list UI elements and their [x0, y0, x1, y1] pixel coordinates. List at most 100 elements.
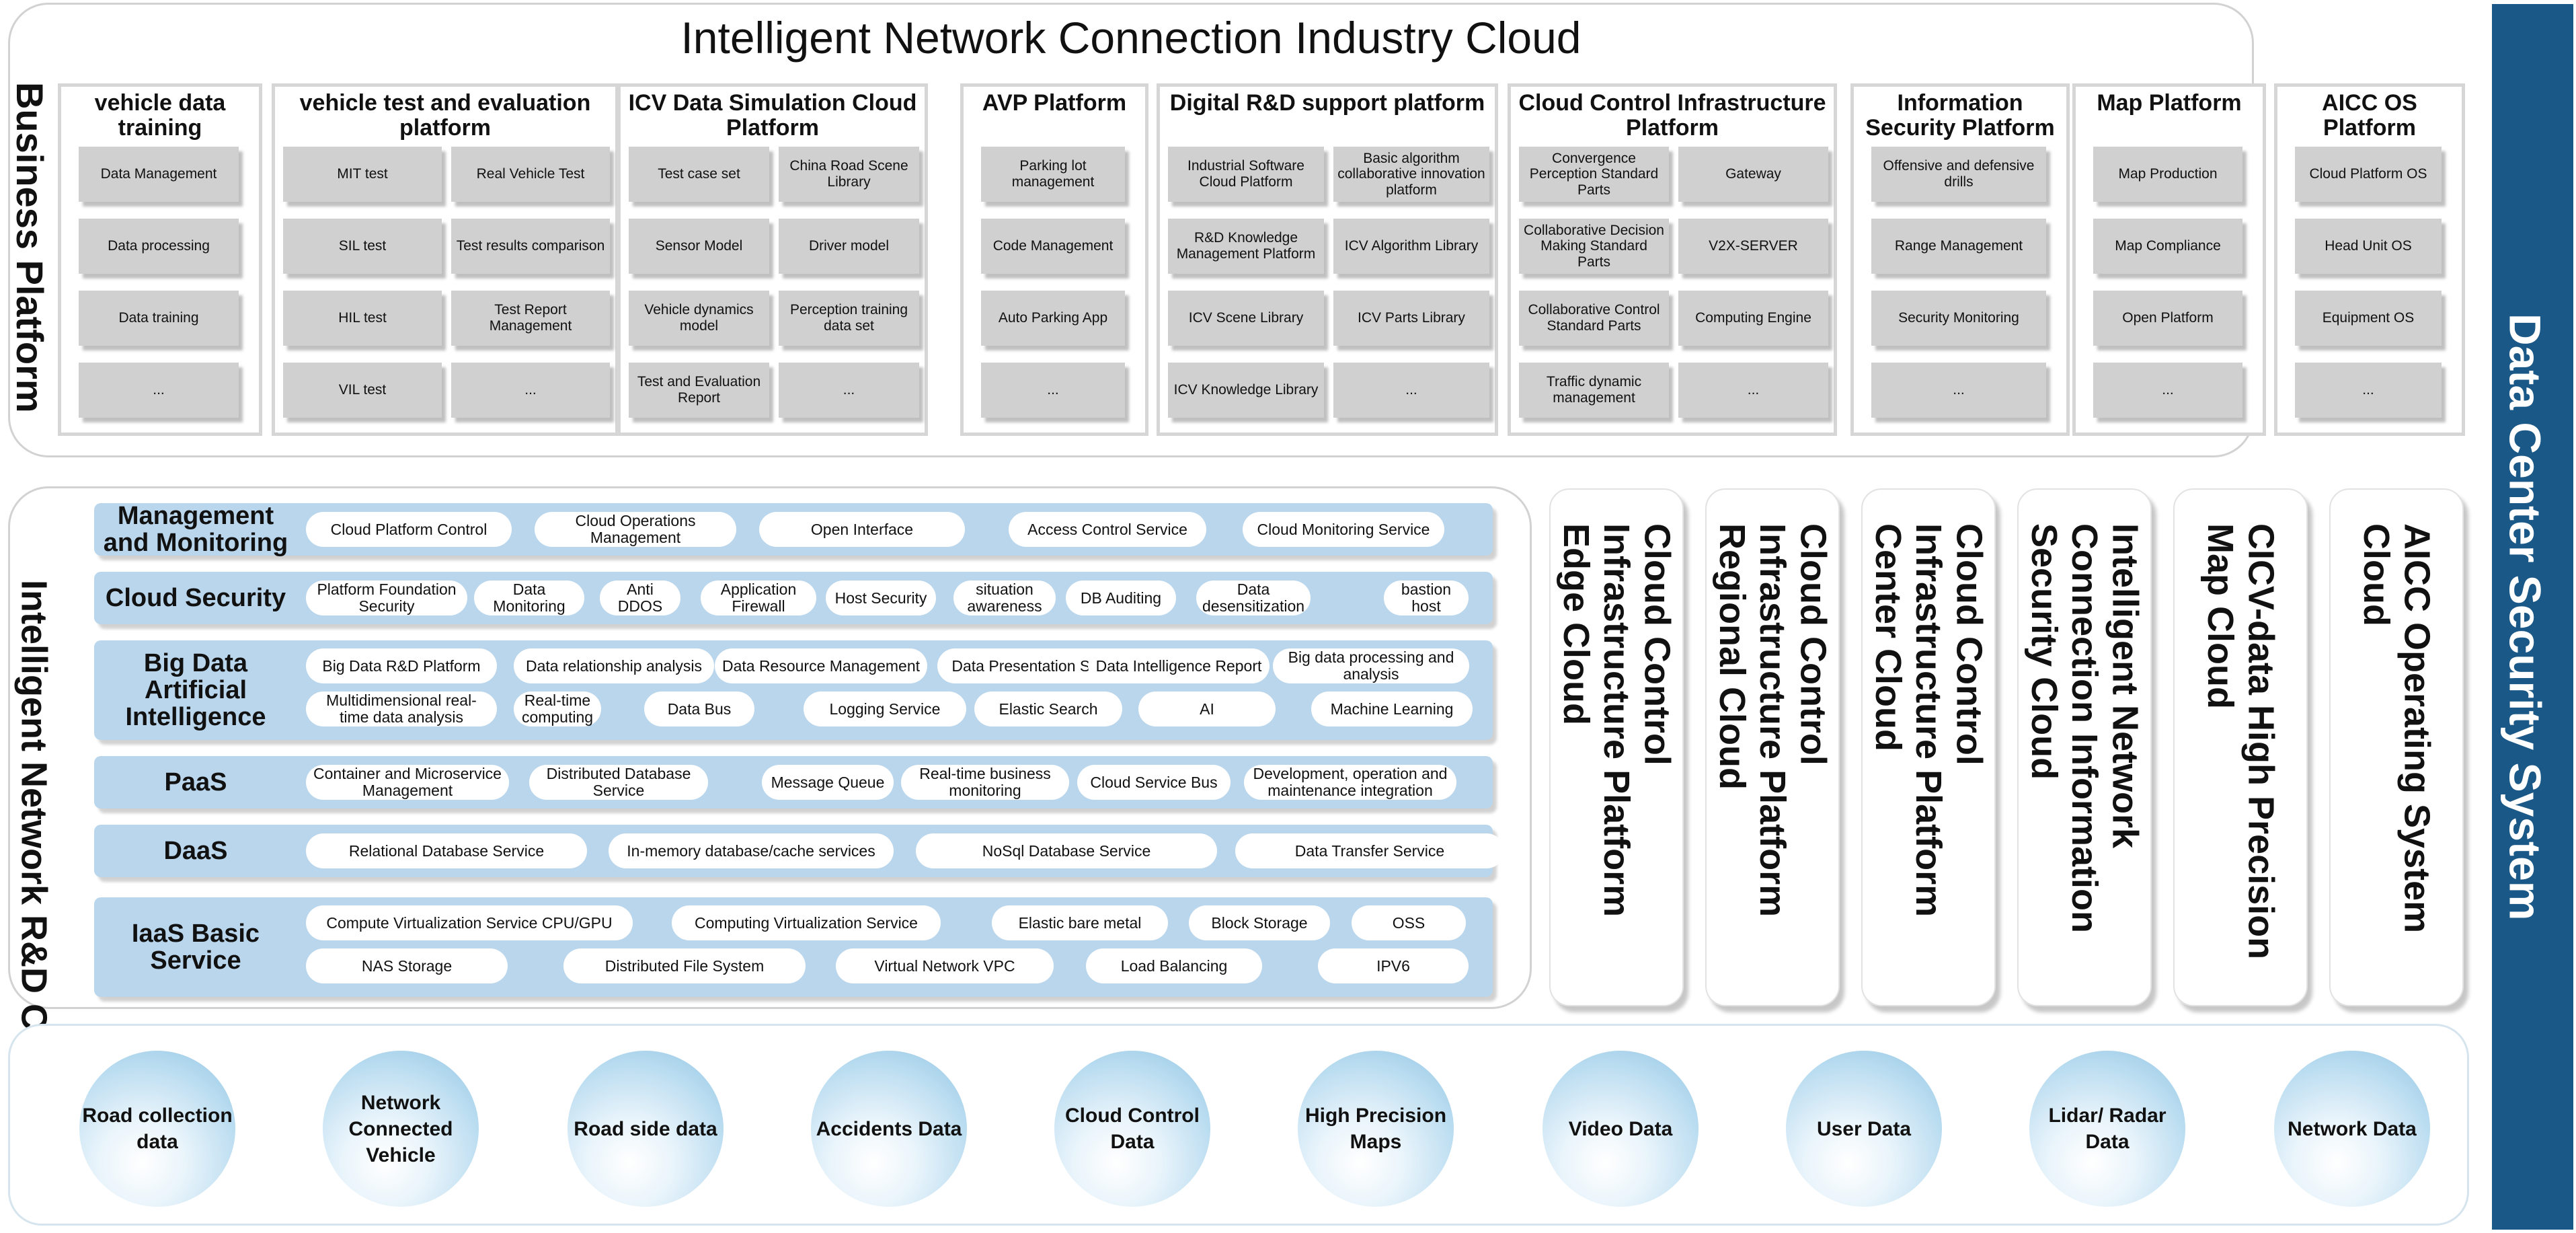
rd-cloud-service: Host Security	[826, 581, 936, 615]
rd-cloud-service: Big Data R&D Platform	[306, 648, 497, 683]
rd-cloud-service: Logging Service	[804, 692, 966, 726]
platform-item: V2X-SERVER	[1678, 219, 1828, 274]
rd-cloud-label: Intelligent Network R&D Cloud	[13, 580, 54, 1107]
rd-cloud-service: Data Transfer Service	[1235, 833, 1504, 868]
data-source-circle: Video Data	[1543, 1051, 1699, 1207]
platform-item: Collaborative Decision Making Standard P…	[1519, 219, 1669, 274]
rd-cloud-service: Cloud Operations Management	[535, 512, 736, 547]
data-source-circle: High Precision Maps	[1298, 1051, 1454, 1207]
rd-cloud-service: Distributed File System	[563, 948, 806, 983]
rd-cloud-service: Compute Virtualization Service CPU/GPU	[306, 905, 633, 940]
platform-item: Sensor Model	[629, 219, 769, 274]
rd-cloud-service: Development, operation and maintenance i…	[1244, 765, 1456, 800]
data-source-circle: User Data	[1786, 1051, 1942, 1207]
platform-item: Parking lot management	[981, 147, 1125, 202]
platform-item: Range Management	[1871, 219, 2046, 274]
platform-item: Security Monitoring	[1871, 291, 2046, 346]
platform-column-title: Map Platform	[2097, 90, 2242, 116]
platform-item: China Road Scene Library	[779, 147, 919, 202]
platform-item: VIL test	[283, 363, 442, 418]
rd-cloud-service: Anti DDOS	[600, 581, 680, 615]
platform-item: Convergence Perception Standard Parts	[1519, 147, 1669, 202]
platform-item: Basic algorithm collaborative innovation…	[1333, 147, 1489, 202]
rd-cloud-service: Access Control Service	[1009, 512, 1206, 547]
rd-cloud-service: Real-time computing	[514, 692, 601, 726]
platform-column-title: vehicle test and evaluation platform	[299, 90, 591, 141]
platform-item: Auto Parking App	[981, 291, 1125, 346]
rd-cloud-service: Elastic Search	[974, 692, 1122, 726]
platform-item: Perception training data set	[779, 291, 919, 346]
platform-item: Map Production	[2093, 147, 2242, 202]
rd-cloud-service: Virtual Network VPC	[836, 948, 1054, 983]
rd-cloud-service: Multidimensional real-time data analysis	[306, 692, 497, 726]
platform-item: Test and Evaluation Report	[629, 363, 769, 418]
cloud-card: Intelligent Network Connection Informati…	[2017, 488, 2152, 1006]
platform-item: Traffic dynamic management	[1519, 363, 1669, 418]
rd-cloud-service: Data desensitization	[1196, 581, 1311, 615]
platform-item: ICV Knowledge Library	[1168, 363, 1324, 418]
platform-item: ...	[1333, 363, 1489, 418]
rd-cloud-service: Block Storage	[1189, 905, 1330, 940]
cloud-card-label: Intelligent Network Connection Informati…	[2023, 523, 2146, 933]
platform-item: R&D Knowledge Management Platform	[1168, 219, 1324, 274]
platform-item: Driver model	[779, 219, 919, 274]
platform-item: Computing Engine	[1678, 291, 1828, 346]
platform-item: ICV Parts Library	[1333, 291, 1489, 346]
rd-cloud-service: NAS Storage	[306, 948, 508, 983]
platform-item: ICV Scene Library	[1168, 291, 1324, 346]
platform-item: Test case set	[629, 147, 769, 202]
platform-item: Vehicle dynamics model	[629, 291, 769, 346]
rd-cloud-service: Open Interface	[759, 512, 965, 547]
platform-item: Code Management	[981, 219, 1125, 274]
rd-cloud-band-label: Big Data Artificial Intelligence	[125, 648, 266, 732]
rd-cloud-service: Big data processing and analysis	[1273, 648, 1469, 683]
platform-item: Test Report Management	[451, 291, 610, 346]
rd-cloud-service: DB Auditing	[1066, 581, 1176, 615]
platform-column-title: AICC OS Platform	[2322, 90, 2417, 141]
data-source-circle: Accidents Data	[811, 1051, 967, 1207]
platform-item: Head Unit OS	[2295, 219, 2442, 274]
platform-column-title: ICV Data Simulation Cloud Platform	[628, 90, 917, 141]
rd-cloud-service: In-memory database/cache services	[609, 833, 894, 868]
rd-cloud-service: Platform Foundation Security	[306, 581, 467, 615]
platform-item: Collaborative Control Standard Parts	[1519, 291, 1669, 346]
rd-cloud-service: Cloud Service Bus	[1077, 765, 1231, 800]
platform-item: ...	[1678, 363, 1828, 418]
data-center-security-system: Data Center Security System	[2492, 4, 2573, 1230]
rd-cloud-service: Data Monitoring	[474, 581, 584, 615]
rd-cloud-service: Message Queue	[762, 765, 894, 800]
data-source-circle: Network Data	[2274, 1051, 2430, 1207]
platform-item: Open Platform	[2093, 291, 2242, 346]
platform-column-title: AVP Platform	[982, 90, 1127, 116]
rd-cloud-service: Data Intelligence Report	[1088, 648, 1270, 683]
rd-cloud-band-label: IaaS Basic Service	[131, 919, 260, 975]
platform-item: Test results comparison	[451, 219, 610, 274]
cloud-card-label: Cloud Control Infrastructure Platform Ed…	[1555, 523, 1678, 918]
platform-item: Industrial Software Cloud Platform	[1168, 147, 1324, 202]
rd-cloud-service: Real-time business monitoring	[901, 765, 1069, 800]
rd-cloud-band-label: DaaS	[163, 836, 228, 865]
rd-cloud-band-label: Management and Monitoring	[103, 501, 288, 557]
platform-column-title: Cloud Control Infrastructure Platform	[1518, 90, 1826, 141]
platform-item: ...	[2093, 363, 2242, 418]
platform-column-title: Digital R&D support platform	[1169, 90, 1485, 116]
rd-cloud-service: bastion host	[1384, 581, 1469, 615]
business-platform-label: Business Platform	[8, 82, 51, 413]
cloud-card-label: Cloud Control Infrastructure Platform Ce…	[1867, 523, 1990, 918]
rd-cloud-band-label: Cloud Security	[105, 583, 286, 612]
cloud-card-label: Cloud Control Infrastructure Platform Re…	[1711, 523, 1834, 918]
platform-item: ...	[2295, 363, 2442, 418]
platform-item: ...	[79, 363, 239, 418]
data-source-circle: Road side data	[568, 1051, 724, 1207]
rd-cloud-service: Elastic bare metal	[992, 905, 1168, 940]
rd-cloud-service: Distributed Database Service	[529, 765, 708, 800]
platform-item: ...	[1871, 363, 2046, 418]
